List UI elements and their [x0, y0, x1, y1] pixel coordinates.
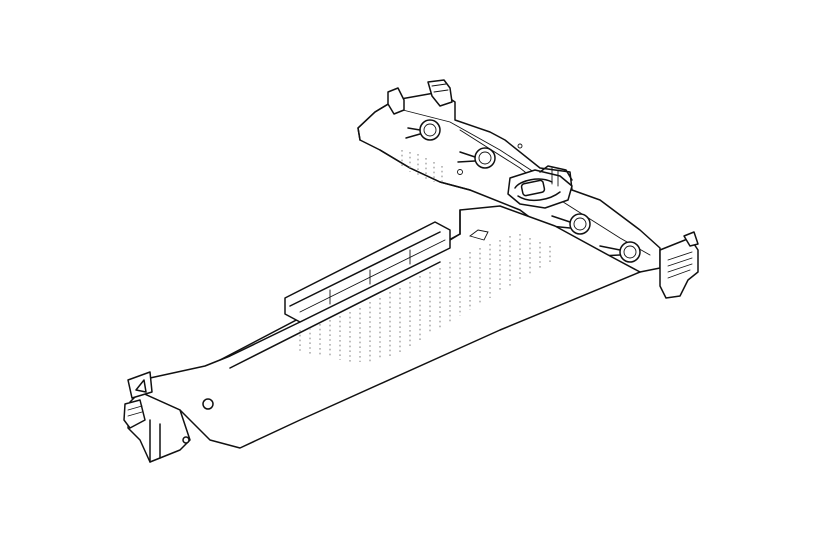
triangle-marker-icon [127, 371, 153, 399]
left-end-bracket [123, 391, 191, 463]
upper-plate-hatching [401, 150, 557, 242]
edge-connector [284, 221, 451, 323]
keyhole-slot-icon [405, 119, 441, 141]
main-plate-hatching [299, 234, 551, 362]
keyhole-slot-icon [457, 147, 496, 169]
release-latch-icon [507, 165, 573, 209]
mounting-hole [457, 169, 463, 175]
top-left-clip [387, 79, 453, 115]
right-side-clip [659, 231, 699, 299]
keyhole-slot-icon [549, 213, 591, 235]
mounting-hole [517, 143, 523, 149]
